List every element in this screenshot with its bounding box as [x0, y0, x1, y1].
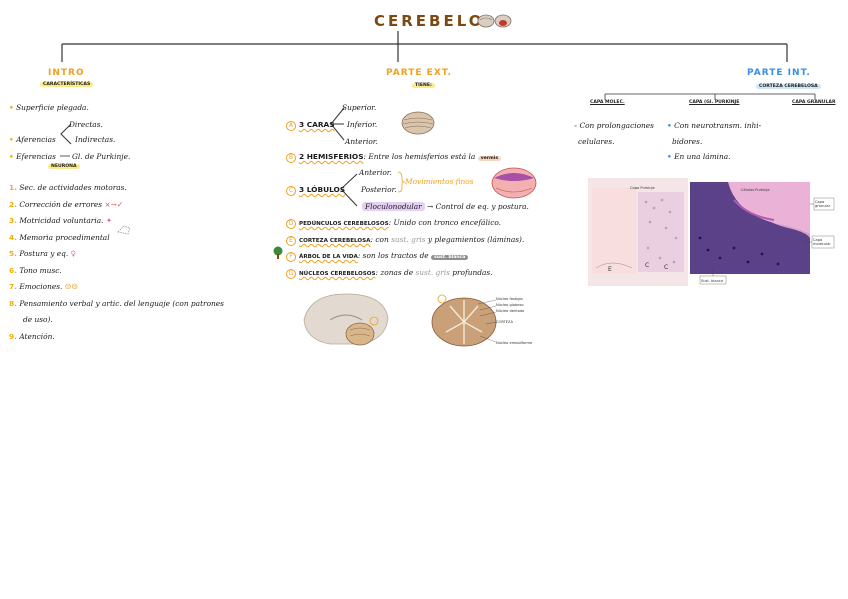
micro-label-purkinje-cells: Células Purkinje — [741, 188, 770, 192]
purk-text-2: bidores. — [672, 137, 703, 146]
purk-text-1: • Con neurotransm. inhi- — [667, 121, 762, 130]
micro-letter-e: E — [608, 266, 612, 273]
function-item: 1. Sec. de actividades motoras. — [9, 183, 127, 192]
intro-functions: 1. Sec. de actividades motoras. 2. Corre… — [9, 183, 259, 348]
function-item: 4. Memoria procedimental — [9, 232, 110, 242]
eferencias-neurona: NEURONA — [48, 164, 80, 169]
fig-label-emboliforme: Núcleo emboliforme — [496, 341, 533, 345]
cerebellum-image — [401, 111, 435, 135]
lobulos-note: Movimientos finos — [405, 177, 474, 186]
layer-granular: CAPA GRANULAR — [792, 100, 836, 105]
cerebellum-section-image — [431, 294, 497, 347]
micro-letter-c1: C — [645, 262, 650, 269]
emotion-icon: ☺☹ — [64, 282, 79, 291]
molec-text-2: celulares. — [578, 137, 615, 146]
intro-aferencias: • Aferencias — [9, 135, 56, 144]
function-item: 3. Motricidad voluntaria. ✦ — [9, 216, 113, 225]
caras-anterior: Anterior. — [345, 137, 378, 146]
brain-icon — [477, 14, 512, 28]
layer-purkinje: CAPA (Gl. PURKINJE — [689, 100, 740, 105]
intro-heading: INTRO — [48, 68, 85, 78]
ext-heading: PARTE EXT. — [386, 68, 452, 78]
function-item: 6. Tono musc. — [9, 265, 62, 275]
function-item: 9. Atención. — [9, 331, 55, 341]
purk-text-3: • En una lámina. — [667, 152, 731, 161]
micro-label-sust-blanca: Sust. blanca — [701, 279, 724, 283]
balance-icon: ♀ — [70, 249, 76, 258]
sparkle-icon: ✦ — [105, 216, 113, 225]
function-item: 8. Pensamiento verbal y artic. del lengu… — [9, 298, 224, 308]
lobulo-anterior: Anterior. — [359, 168, 392, 177]
fig-label-fastigio: Núcleo fastigio — [496, 297, 523, 301]
lobulos-bracket — [340, 173, 358, 207]
intro-eferencias: • Eferencias — [9, 152, 56, 161]
caras-bracket — [330, 107, 345, 141]
micro-label-purkinje-layer: Capa Purkinje — [630, 186, 655, 190]
micro-label-molecular: Capa molecular — [813, 238, 831, 246]
eferencias-arrow — [60, 155, 70, 157]
caras-superior: Superior. — [342, 103, 377, 112]
lobulo-floculonodular: Floculonodular → Control de eq. y postur… — [362, 202, 529, 211]
intro-tag: CARACTERÍSTICAS — [40, 82, 94, 87]
function-item: 2. Corrección de errores ×→✓ — [9, 199, 124, 209]
function-item: de uso). — [23, 315, 53, 324]
layer-molecular: CAPA MOLEC. — [590, 100, 625, 105]
micro-label-granular: Capa granular — [815, 200, 831, 208]
ext-tag: TIENE: — [412, 83, 435, 88]
int-tag: CORTEZA CEREBELOSA — [756, 84, 821, 89]
function-item: 7. Emociones. ☺☹ — [9, 282, 79, 291]
fig-label-globoso: Núcleo globoso — [496, 303, 524, 307]
aferencias-bracket — [60, 123, 72, 145]
page-title: CEREBELO — [374, 12, 485, 30]
intro-superficie: • Superficie plegada. — [9, 103, 89, 112]
aferencias-directas: Directas. — [69, 120, 103, 129]
int-tree-lines — [604, 93, 816, 100]
tree-icon — [273, 246, 283, 259]
fig-label-dentado: Núcleo dentado — [496, 309, 525, 313]
lobulos-brace — [397, 171, 406, 193]
histology-images — [588, 178, 835, 286]
pointing-hand-icon — [117, 225, 131, 235]
error-check-icon: ×→✓ — [104, 199, 124, 209]
micro-letter-c2: C — [664, 264, 669, 271]
caras-inferior: Inferior. — [347, 120, 378, 129]
brain-sagittal-image — [303, 293, 389, 346]
lobulo-posterior: Posterior. — [361, 185, 397, 194]
aferencias-indirectas: Indirectas. — [75, 135, 116, 144]
lobes-diagram — [491, 167, 537, 199]
int-heading: PARTE INT. — [747, 68, 811, 78]
molec-text-1: - Con prolongaciones — [574, 121, 654, 130]
function-item: 5. Postura y eq. ♀ — [9, 249, 76, 258]
tree-lines — [61, 31, 788, 62]
fig-label-corteza: CORTEZA — [496, 320, 513, 324]
eferencias-value: Gl. de Purkinje. — [72, 152, 131, 161]
